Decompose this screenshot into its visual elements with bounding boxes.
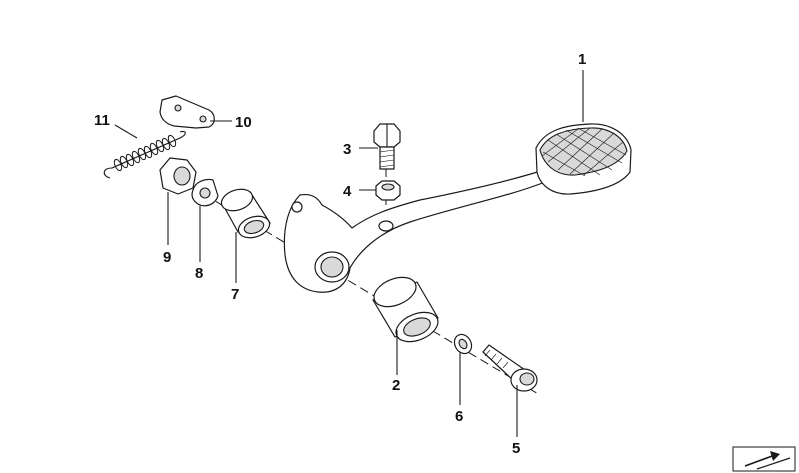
spring-bracket[interactable] xyxy=(159,95,215,129)
shaped-washer[interactable] xyxy=(191,178,219,207)
leader-lines xyxy=(114,70,584,437)
callout-3: 3 xyxy=(343,141,351,158)
callout-10: 10 xyxy=(235,114,252,131)
large-bush[interactable] xyxy=(370,272,443,348)
pin-bolt[interactable] xyxy=(482,344,538,392)
callout-7: 7 xyxy=(231,286,239,303)
hex-bolt[interactable] xyxy=(373,123,401,170)
callout-9: 9 xyxy=(163,249,171,266)
hex-nut[interactable] xyxy=(159,157,197,195)
brake-pedal[interactable] xyxy=(283,123,632,293)
callout-8: 8 xyxy=(195,265,203,282)
callout-4: 4 xyxy=(343,183,352,200)
small-nut[interactable] xyxy=(375,180,401,201)
small-bush[interactable] xyxy=(219,186,273,242)
large-washer[interactable] xyxy=(451,331,475,356)
tension-spring[interactable] xyxy=(103,130,186,179)
arrow-diagram-icon[interactable] xyxy=(732,446,796,472)
callout-2: 2 xyxy=(392,377,400,394)
callout-11: 11 xyxy=(94,112,110,129)
callout-5: 5 xyxy=(512,440,520,457)
callout-6: 6 xyxy=(455,408,463,425)
callout-1: 1 xyxy=(578,51,586,68)
